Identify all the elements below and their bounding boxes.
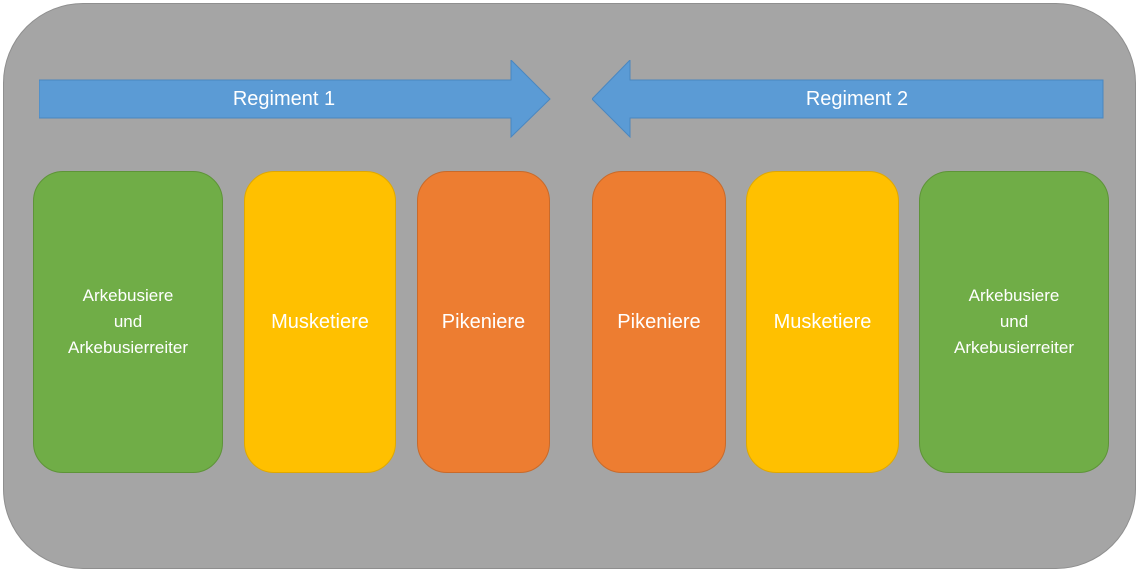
block-label: Arkebusiere und Arkebusierreiter [954,286,1074,357]
block-label: Arkebusiere und Arkebusierreiter [68,286,188,357]
block-pikeniere-right: Pikeniere [592,171,726,473]
regiment-2-label: Regiment 2 [805,88,909,110]
regiment-1-label: Regiment 1 [232,88,336,110]
block-label: Pikeniere [617,311,701,333]
regiment-1-arrow: Regiment 1 [39,60,551,138]
regiment-2-arrow: Regiment 2 [592,60,1104,138]
block-label: Musketiere [271,311,369,333]
arrow-right-icon [39,60,551,138]
block-label: Musketiere [773,311,872,333]
block-musketiere-right: Musketiere [746,171,899,473]
block-pikeniere-left: Pikeniere [417,171,550,473]
block-label: Pikeniere [441,311,526,333]
arrow-left-icon [592,60,1104,138]
block-musketiere-left: Musketiere [244,171,396,473]
block-arkebusiere-right: Arkebusiere und Arkebusierreiter [919,171,1109,473]
block-arkebusiere-left: Arkebusiere und Arkebusierreiter [33,171,223,473]
